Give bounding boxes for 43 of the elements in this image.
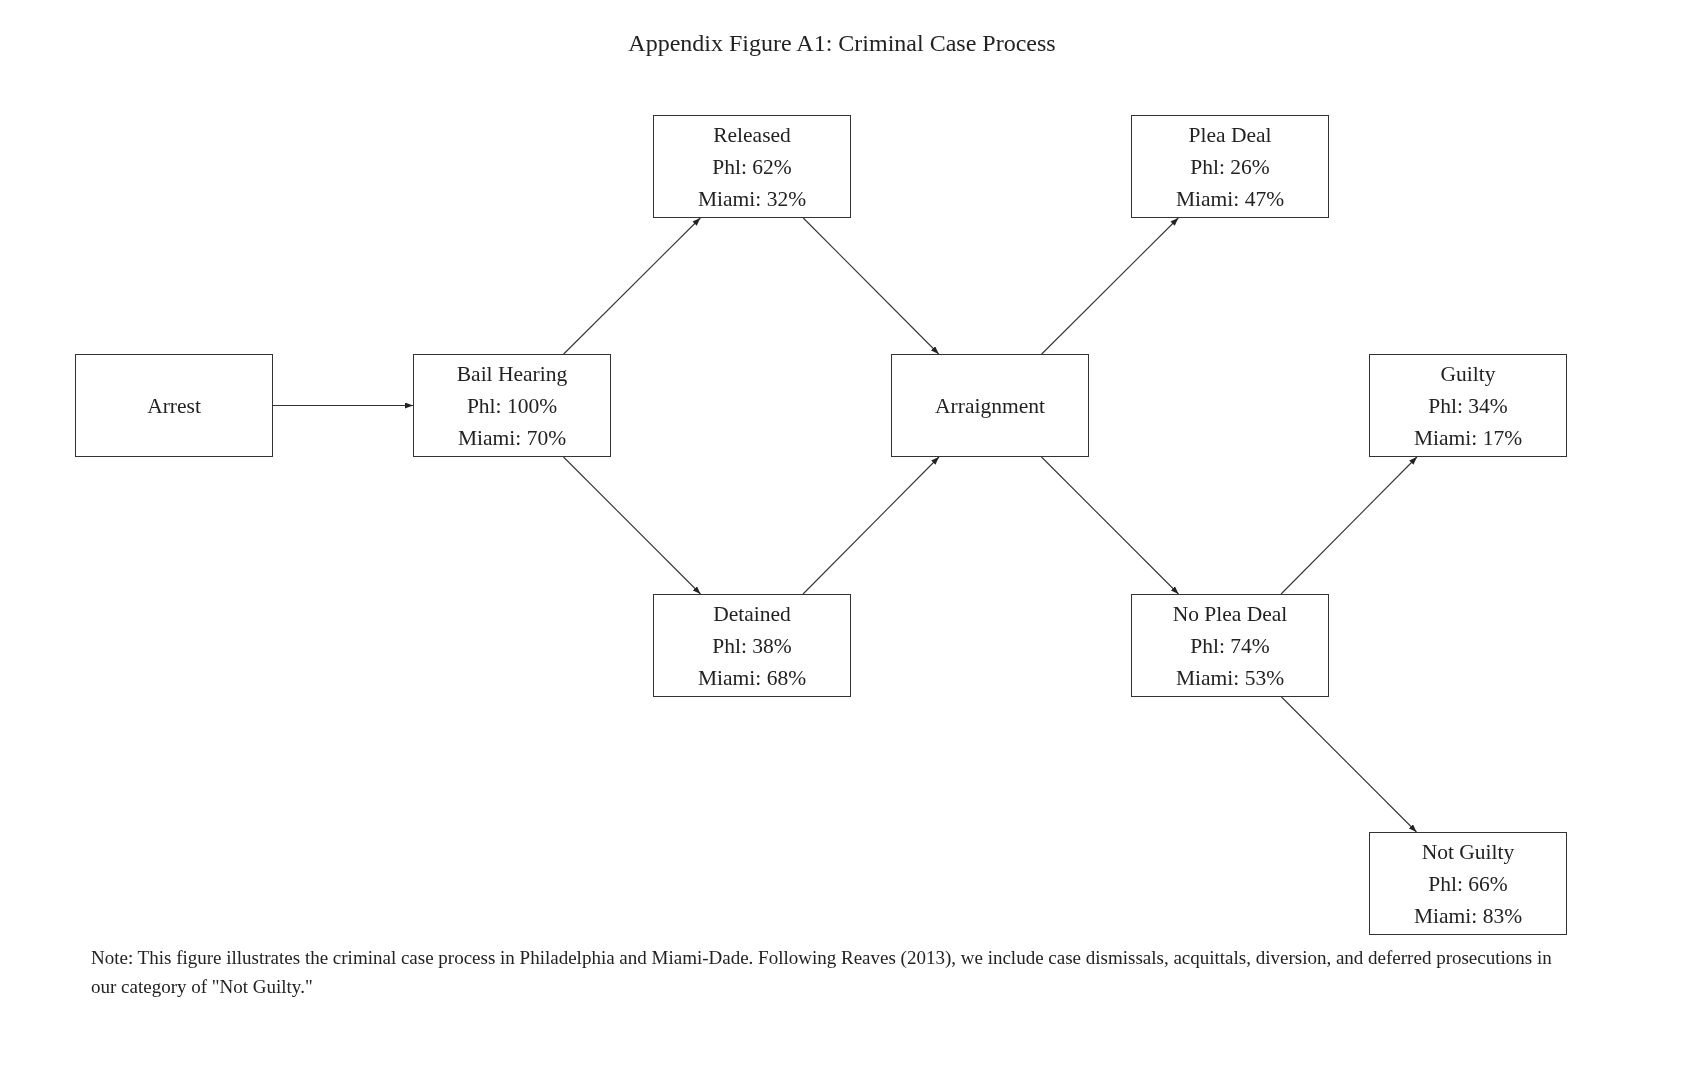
box-statistic: Miami: 32% <box>697 185 807 213</box>
box-statistic: Miami: 53% <box>1175 664 1285 692</box>
box-statistic: Phl: 74% <box>1190 632 1270 660</box>
box-statistic: Phl: 26% <box>1190 153 1270 181</box>
box-statistic: Miami: 17% <box>1413 424 1523 452</box>
process-box <box>413 354 611 457</box>
box-statistic: Phl: 100% <box>466 392 558 420</box>
process-box <box>1369 354 1567 457</box>
box-heading: Guilty <box>1440 360 1496 388</box>
arrow <box>1280 696 1418 833</box>
arrow <box>802 217 940 355</box>
box-statistic: Miami: 47% <box>1175 185 1285 213</box>
arrow <box>802 456 940 595</box>
process-box <box>75 354 273 457</box>
box-statistic: Phl: 38% <box>712 632 792 660</box>
figure-title: Appendix Figure A1: Criminal Case Process <box>627 30 1057 57</box>
box-statistic: Miami: 70% <box>457 424 567 452</box>
box-statistic: Miami: 83% <box>1413 902 1523 930</box>
process-box <box>891 354 1089 457</box>
arrow <box>1041 217 1179 355</box>
box-heading: Detained <box>713 600 791 628</box>
box-heading: Released <box>713 121 791 149</box>
process-box <box>653 115 851 218</box>
box-heading: Plea Deal <box>1188 121 1272 149</box>
box-statistic: Miami: 68% <box>697 664 807 692</box>
process-box <box>1131 594 1329 697</box>
arrow <box>272 402 414 409</box>
box-statistic: Phl: 66% <box>1428 870 1508 898</box>
process-box <box>1369 832 1567 935</box>
box-heading: Not Guilty <box>1421 838 1515 866</box>
box-heading: Arrest <box>147 392 201 420</box>
process-box <box>653 594 851 697</box>
arrow <box>563 217 701 355</box>
note-text: Note: This figure illustrates the criminal case process in Philadelphia and Miami-Dade. Following Reaves (2013), we include case dismissals, acquittals, diversion, and deferred prosecutions in our category of "Not Guilty." <box>91 946 1553 999</box>
arrow <box>1280 456 1418 595</box>
arrow <box>562 456 702 595</box>
box-statistic: Phl: 62% <box>712 153 792 181</box>
arrow <box>1040 456 1180 595</box>
box-heading: Arraignment <box>935 392 1045 420</box>
box-heading: No Plea Deal <box>1172 600 1288 628</box>
box-statistic: Phl: 34% <box>1428 392 1508 420</box>
box-heading: Bail Hearing <box>456 360 568 388</box>
process-box <box>1131 115 1329 218</box>
